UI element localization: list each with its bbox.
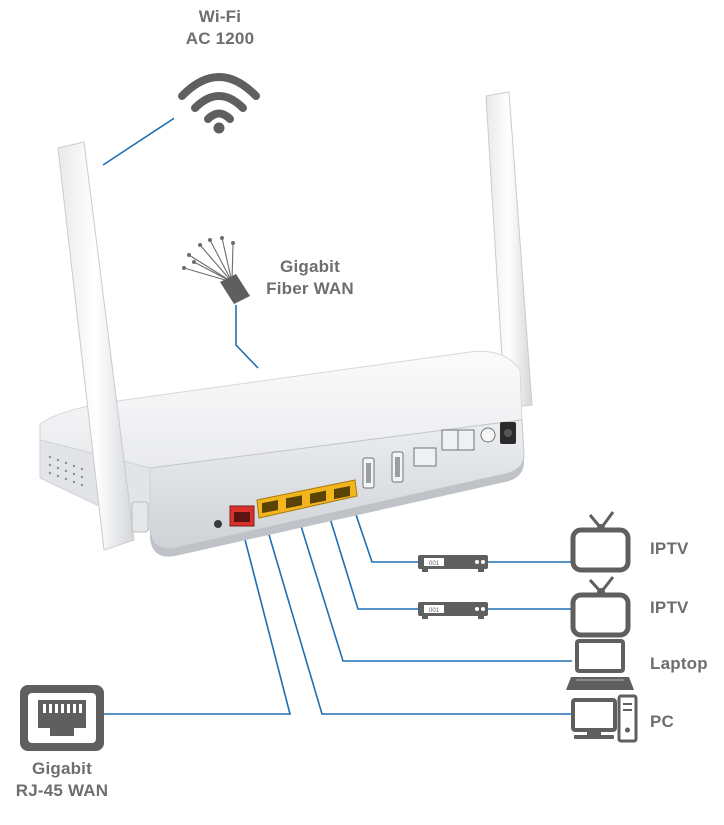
wifi-icon — [174, 62, 264, 134]
rj45-wan-connector — [104, 527, 292, 715]
rj45-label: Gigabit RJ-45 WAN — [2, 758, 122, 802]
left-antenna — [57, 141, 135, 551]
iptv1-connector — [349, 496, 572, 563]
router — [39, 91, 533, 557]
antenna-hinge — [131, 501, 149, 533]
side-vents — [48, 455, 84, 487]
iptv2-connector — [324, 501, 572, 610]
iptv-label-2: IPTV — [650, 598, 689, 617]
fiber-optic-icon — [182, 236, 250, 304]
wifi-connector — [102, 116, 177, 166]
tv-icon — [570, 511, 631, 573]
phone-port — [413, 447, 437, 467]
fiber-connector — [235, 305, 259, 369]
pc-label: PC — [650, 712, 675, 731]
rj45-port-icon — [20, 685, 104, 751]
laptop-icon — [566, 639, 634, 690]
router-top — [39, 350, 523, 469]
laptop-connector — [295, 509, 572, 662]
stb-label-1: 001 — [429, 561, 440, 567]
lan-ports — [256, 479, 358, 519]
router-base — [150, 455, 524, 557]
rj45-label-line2: RJ-45 WAN — [15, 781, 109, 800]
wifi-label-line1: Wi-Fi — [198, 7, 242, 26]
connector-lines — [102, 116, 572, 715]
wifi-label-line2: AC 1200 — [185, 29, 255, 48]
laptop-label: Laptop — [650, 654, 708, 673]
power-button — [480, 427, 496, 443]
right-antenna — [485, 91, 533, 409]
fiber-label: Gigabit Fiber WAN — [250, 256, 370, 300]
stb-label-2: 001 — [429, 608, 440, 614]
set-top-box-icon — [418, 555, 488, 572]
set-top-box-icon — [418, 602, 488, 619]
iptv-label-1: IPTV — [650, 539, 689, 558]
desktop-pc-icon — [571, 694, 638, 743]
pc-connector — [266, 527, 572, 715]
fiber-label-line1: Gigabit — [280, 257, 340, 276]
rear-ports — [214, 422, 516, 528]
tv-icon — [570, 576, 631, 638]
wifi-label: Wi-Fi AC 1200 — [160, 6, 280, 50]
fiber-label-line2: Fiber WAN — [266, 279, 354, 298]
rj45-label-line1: Gigabit — [32, 759, 92, 778]
reset-button — [214, 520, 222, 528]
